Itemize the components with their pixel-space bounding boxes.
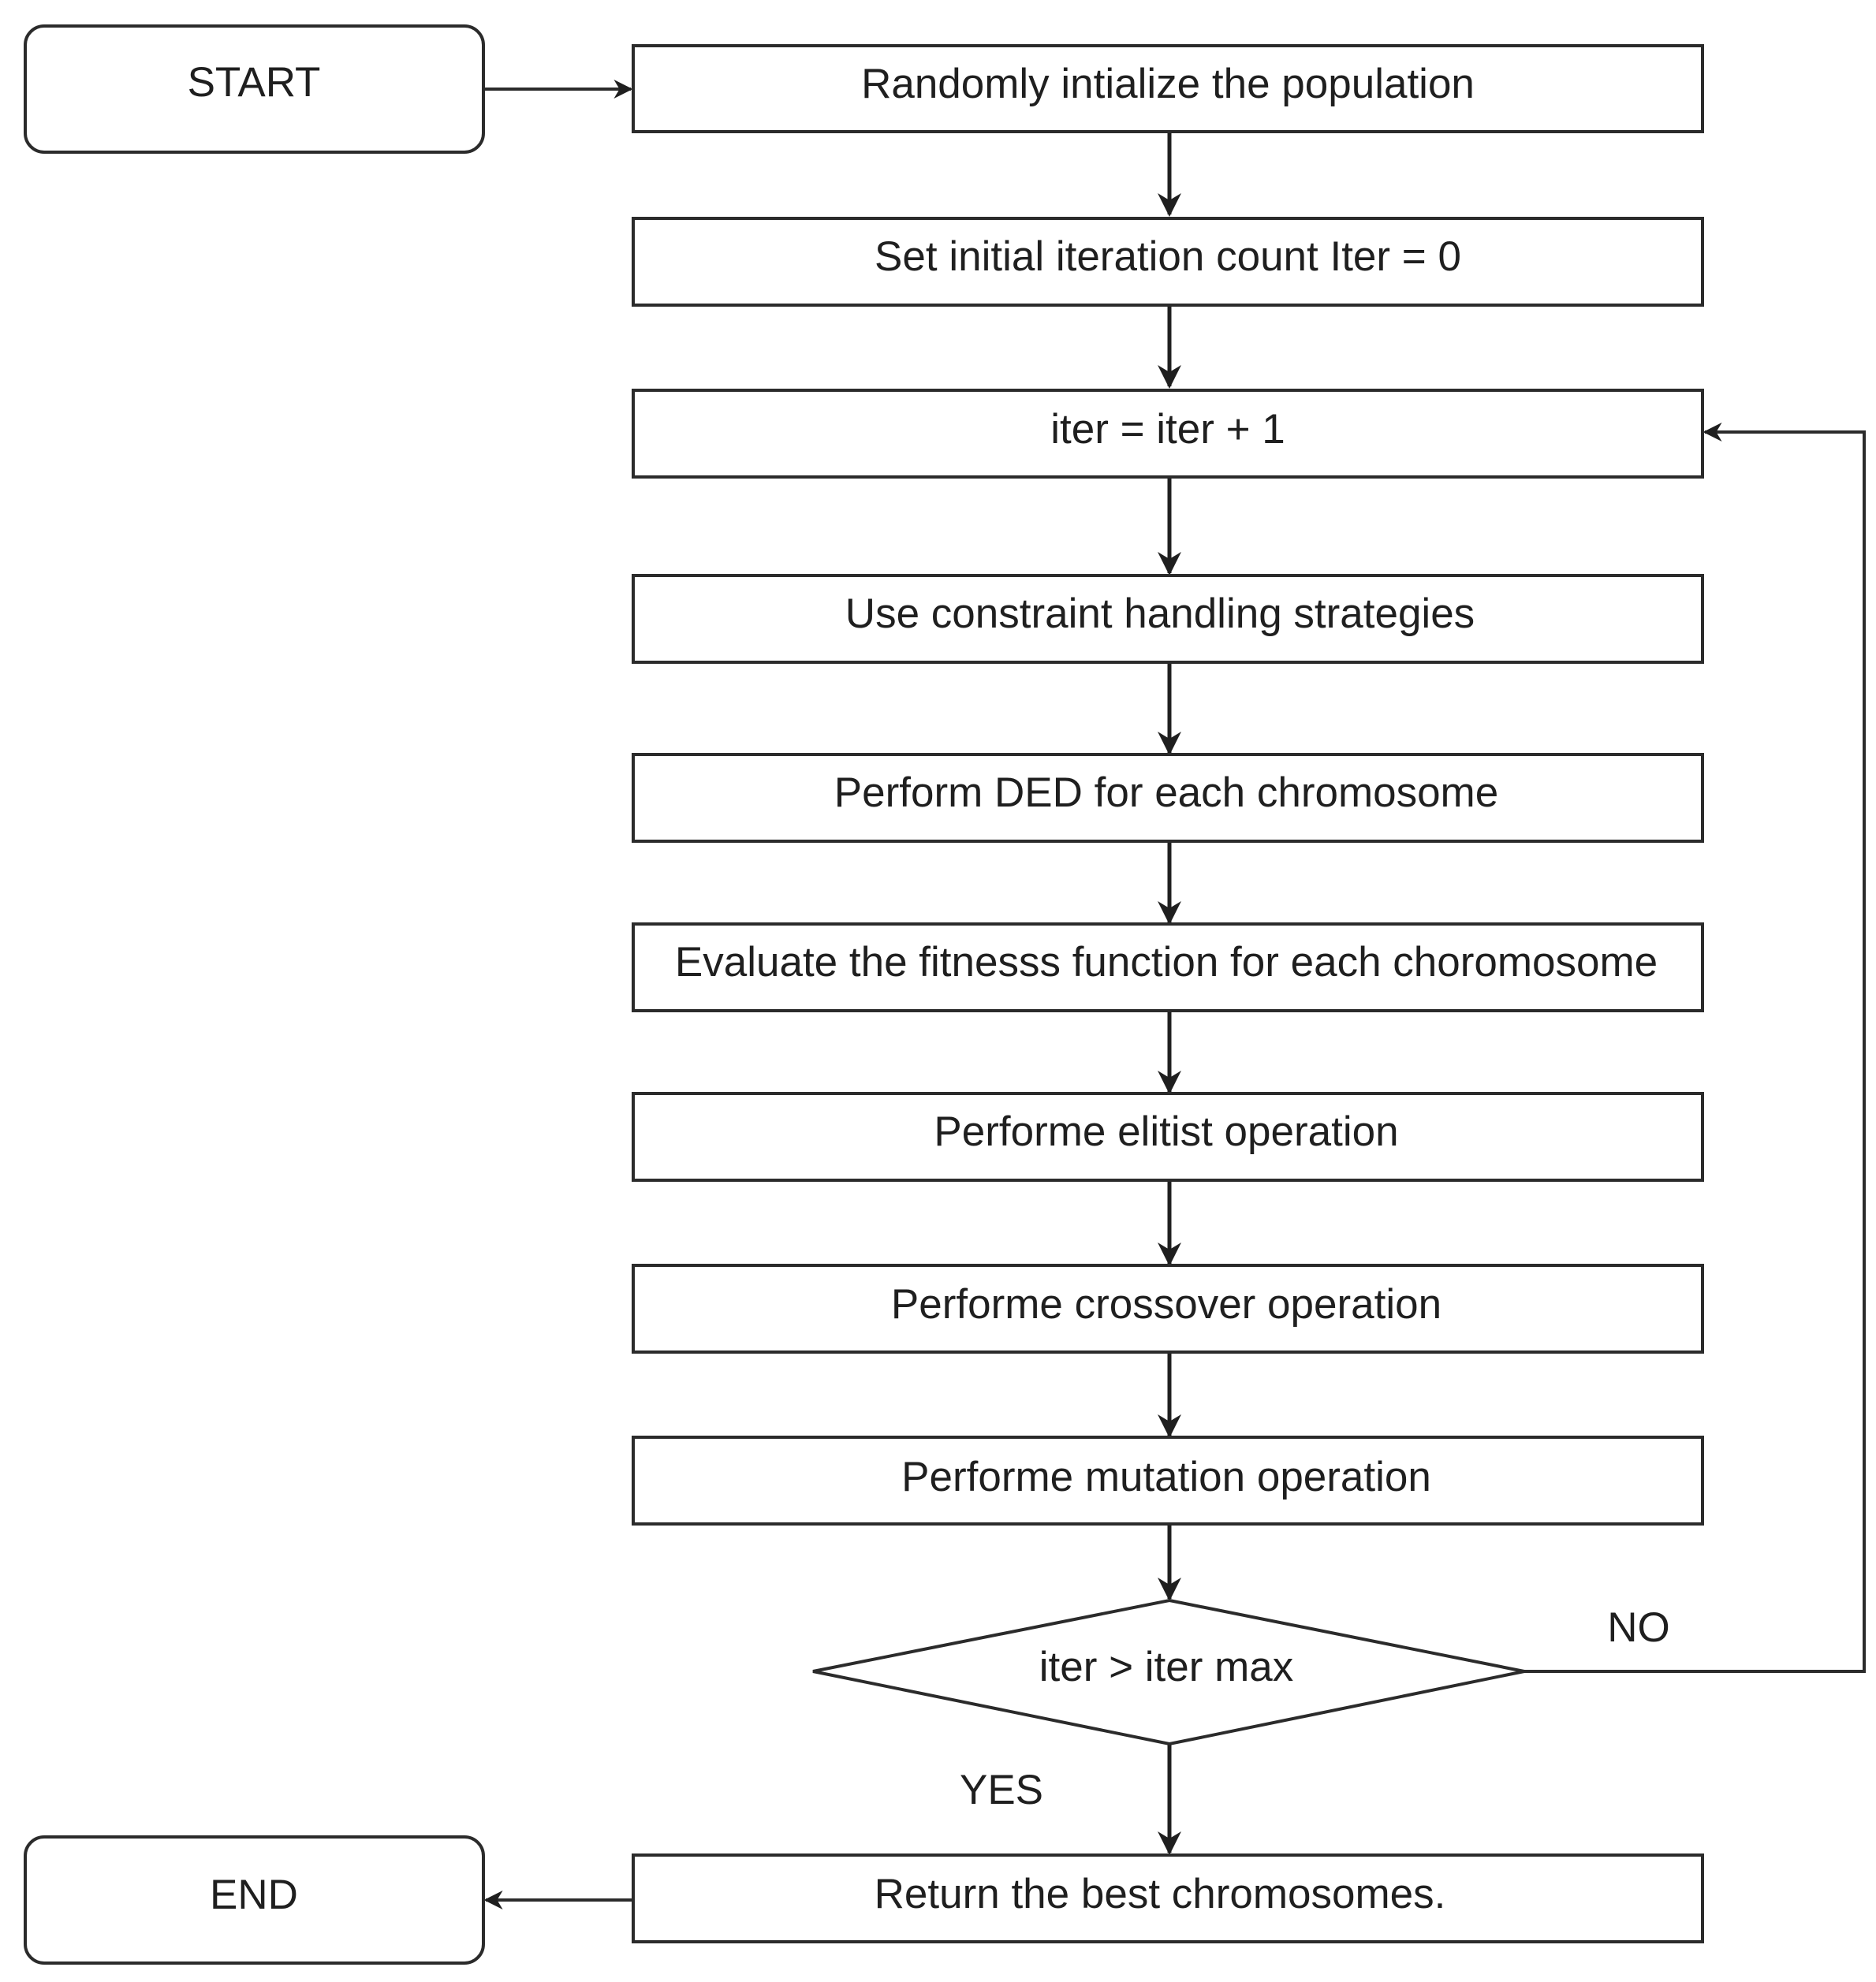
process-elitist: Performe elitist operation xyxy=(632,1092,1704,1182)
process-mutation: Performe mutation operation xyxy=(632,1436,1704,1526)
process-evaluate-label: Evaluate the fitnesss function for each … xyxy=(675,939,1658,985)
process-increment: iter = iter + 1 xyxy=(632,389,1704,479)
process-perform-ded: Perform DED for each chromosome xyxy=(632,753,1704,843)
process-init-population-label: Randomly intialize the population xyxy=(861,61,1475,107)
process-evaluate: Evaluate the fitnesss function for each … xyxy=(632,922,1704,1012)
edge-decision-no xyxy=(1524,423,1866,1673)
process-increment-label: iter = iter + 1 xyxy=(1050,406,1285,453)
decision-iter-max-label: iter > iter max xyxy=(1039,1644,1294,1690)
process-mutation-label: Performe mutation operation xyxy=(901,1454,1431,1500)
edge-label-yes: YES xyxy=(960,1767,1043,1813)
process-crossover: Performe crossover operation xyxy=(632,1264,1704,1354)
terminal-end: END xyxy=(24,1835,485,1965)
process-return-best-label: Return the best chromosomes. xyxy=(875,1871,1446,1917)
process-perform-ded-label: Perform DED for each chromosome xyxy=(834,769,1498,816)
process-constraints: Use constraint handling strategies xyxy=(632,574,1704,664)
edge-label-no: NO xyxy=(1607,1604,1670,1651)
process-init-population: Randomly intialize the population xyxy=(632,44,1704,133)
terminal-start: START xyxy=(24,24,485,154)
edges: NO YES xyxy=(483,80,1866,1909)
process-constraints-label: Use constraint handling strategies xyxy=(845,591,1475,637)
decision-iter-max: iter > iter max xyxy=(812,1598,1525,1746)
process-init-iter: Set initial iteration count Iter = 0 xyxy=(632,217,1704,307)
terminal-end-label: END xyxy=(210,1872,298,1918)
process-crossover-label: Performe crossover operation xyxy=(891,1281,1441,1328)
process-elitist-label: Performe elitist operation xyxy=(934,1108,1398,1155)
terminal-start-label: START xyxy=(188,59,321,106)
process-return-best: Return the best chromosomes. xyxy=(632,1853,1704,1943)
process-init-iter-label: Set initial iteration count Iter = 0 xyxy=(875,233,1461,280)
